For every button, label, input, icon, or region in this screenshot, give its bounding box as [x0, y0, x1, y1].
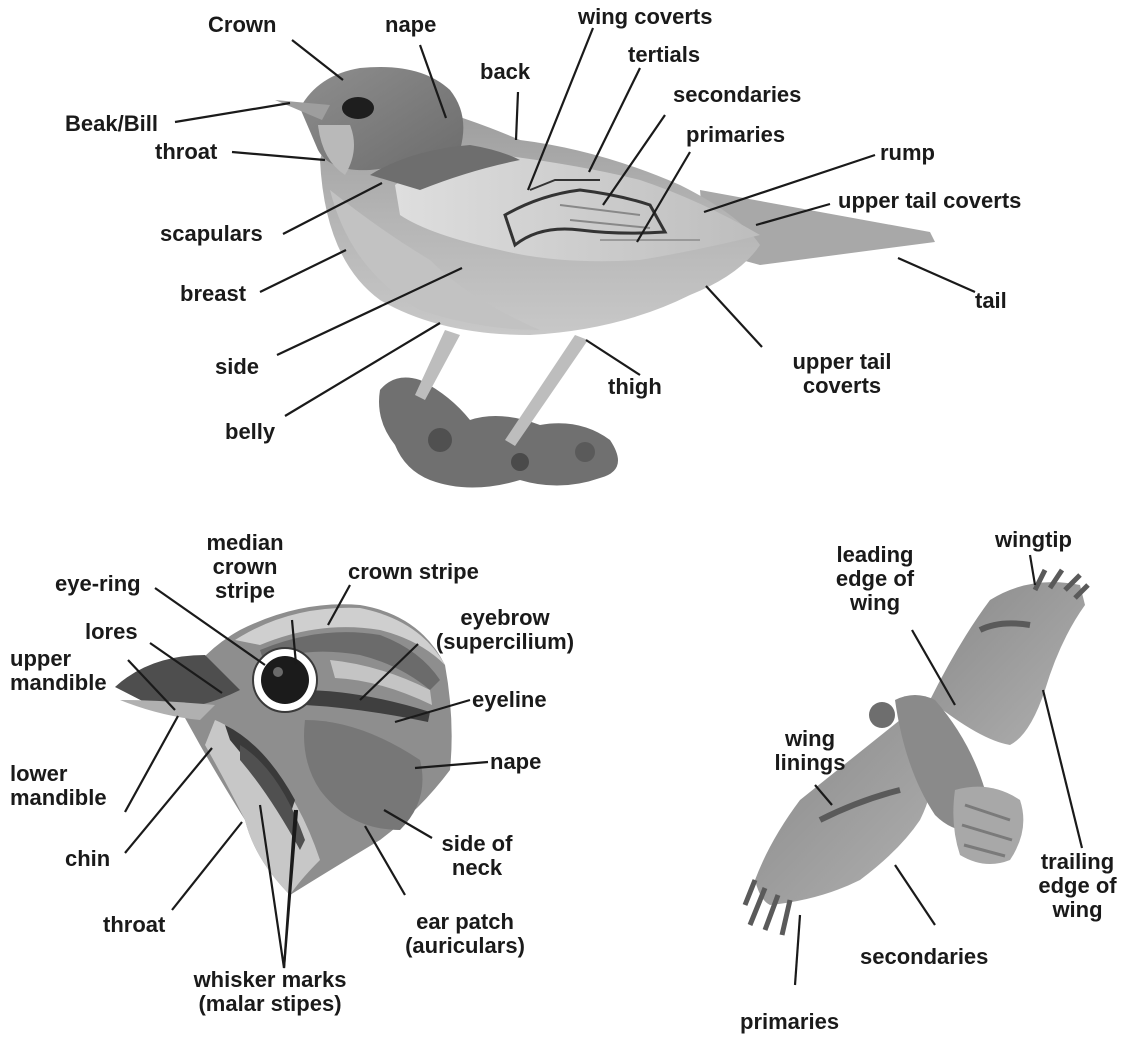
head-closeup-illustration — [115, 604, 452, 895]
label-wing-coverts: wing coverts — [578, 5, 712, 29]
label-wing-linings: wing linings — [760, 727, 860, 775]
label-line: coverts — [762, 374, 922, 398]
label-secondaries: secondaries — [673, 83, 801, 107]
label-side: side — [215, 355, 259, 379]
label-line: upper tail — [762, 350, 922, 374]
label-line: edge of — [1025, 874, 1130, 898]
label-median-crown-stripe: median crown stripe — [195, 531, 295, 603]
label-line: mandible — [10, 671, 107, 695]
label-scapulars: scapulars — [160, 222, 263, 246]
songbird-illustration — [275, 67, 935, 488]
label-tail: tail — [975, 289, 1007, 313]
label-line: eyebrow — [415, 606, 595, 630]
label-trailing-edge: trailing edge of wing — [1025, 850, 1130, 922]
label-line: lower — [10, 762, 107, 786]
label-line: wing — [1025, 898, 1130, 922]
label-whisker-marks: whisker marks (malar stipes) — [175, 968, 365, 1016]
label-line: mandible — [10, 786, 107, 810]
label-beak-bill: Beak/Bill — [65, 112, 158, 136]
label-chin: chin — [65, 847, 110, 871]
label-line: wing — [760, 727, 860, 751]
label-line: side of — [432, 832, 522, 856]
label-line: crown — [195, 555, 295, 579]
label-line: median — [195, 531, 295, 555]
label-tertials: tertials — [628, 43, 700, 67]
label-throat: throat — [155, 140, 217, 164]
label-upper-tail-coverts-top: upper tail coverts — [838, 189, 1021, 213]
label-crown-stripe: crown stripe — [348, 560, 479, 584]
label-eye-ring: eye-ring — [55, 572, 141, 596]
label-line: leading — [820, 543, 930, 567]
label-upper-tail-coverts-bottom: upper tail coverts — [762, 350, 922, 398]
label-lores: lores — [85, 620, 138, 644]
label-line: linings — [760, 751, 860, 775]
label-ear-patch: ear patch (auriculars) — [385, 910, 545, 958]
label-upper-mandible: upper mandible — [10, 647, 107, 695]
label-belly: belly — [225, 420, 275, 444]
label-thigh: thigh — [608, 375, 662, 399]
label-line: ear patch — [385, 910, 545, 934]
label-line: trailing — [1025, 850, 1130, 874]
label-line: (auriculars) — [385, 934, 545, 958]
label-line: stripe — [195, 579, 295, 603]
label-rump: rump — [880, 141, 935, 165]
label-line: whisker marks — [175, 968, 365, 992]
label-leading-edge: leading edge of wing — [820, 543, 930, 615]
label-line: upper — [10, 647, 107, 671]
label-line: neck — [432, 856, 522, 880]
label-lower-mandible: lower mandible — [10, 762, 107, 810]
label-throat-head: throat — [103, 913, 165, 937]
label-side-of-neck: side of neck — [432, 832, 522, 880]
label-crown: Crown — [208, 13, 276, 37]
label-nape-head: nape — [490, 750, 541, 774]
label-line: (supercilium) — [415, 630, 595, 654]
label-hawk-secondaries: secondaries — [860, 945, 988, 969]
label-line: edge of — [820, 567, 930, 591]
label-nape: nape — [385, 13, 436, 37]
label-hawk-primaries: primaries — [740, 1010, 839, 1034]
label-wingtip: wingtip — [995, 528, 1072, 552]
label-eyebrow: eyebrow (supercilium) — [415, 606, 595, 654]
label-primaries: primaries — [686, 123, 785, 147]
label-eyeline: eyeline — [472, 688, 547, 712]
label-breast: breast — [180, 282, 246, 306]
label-back: back — [480, 60, 530, 84]
label-line: (malar stipes) — [175, 992, 365, 1016]
label-line: wing — [820, 591, 930, 615]
